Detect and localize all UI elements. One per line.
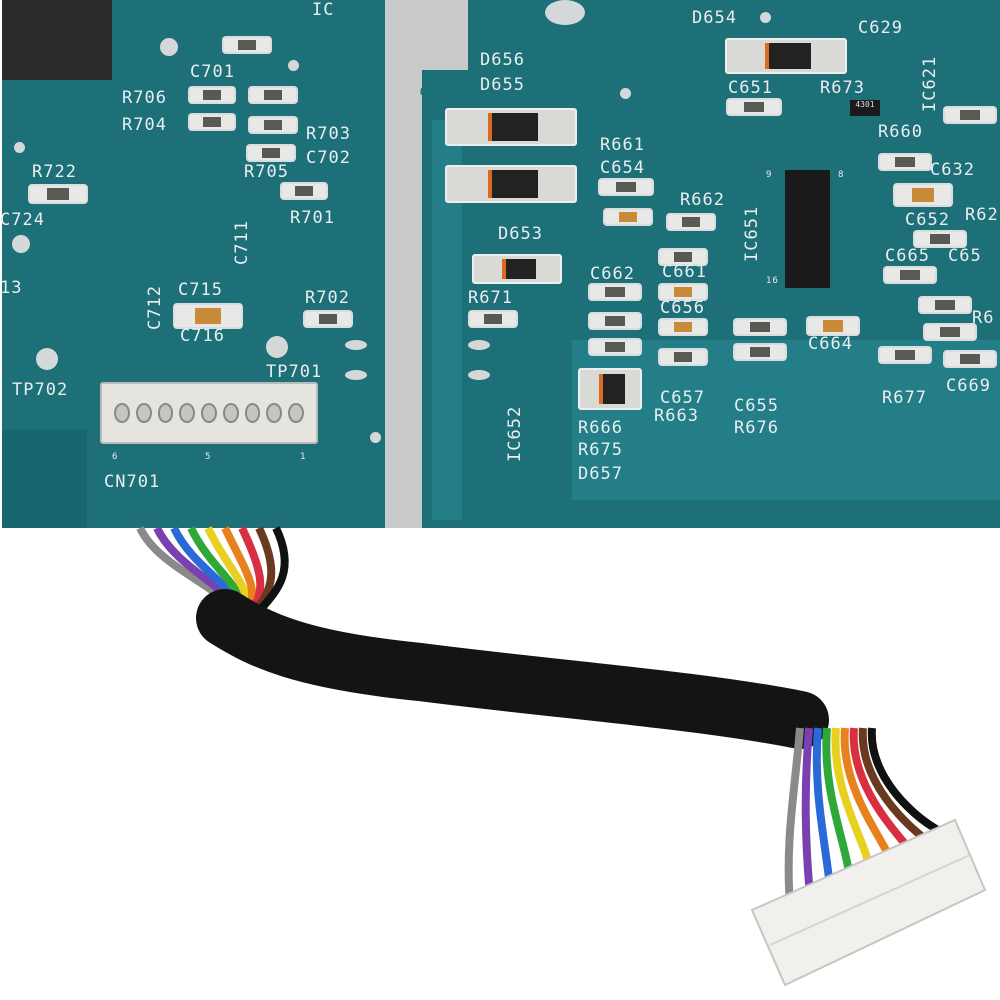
label-c654: C654 — [600, 158, 645, 178]
label-r702: R702 — [305, 288, 350, 308]
label-ic: IC — [312, 0, 335, 20]
label-c702: C702 — [306, 148, 351, 168]
label-pin5: 5 — [205, 452, 212, 462]
connector-pin — [288, 403, 305, 423]
label-pin16: 16 — [766, 276, 779, 286]
label-r722: R722 — [32, 162, 77, 182]
label-c655: C655 — [734, 396, 779, 416]
label-c629: C629 — [858, 18, 903, 38]
label-r673: R673 — [820, 78, 865, 98]
label-pin6: 6 — [112, 452, 119, 462]
label-c664: C664 — [808, 334, 853, 354]
label-c65: C65 — [948, 246, 982, 266]
label-c669: C669 — [946, 376, 991, 396]
label-pin1: 1 — [300, 452, 307, 462]
diode-d655 — [445, 165, 577, 203]
label-d655: D655 — [480, 75, 525, 95]
wire — [257, 526, 289, 613]
label-r677: R677 — [882, 388, 927, 408]
label-c712: C712 — [145, 285, 165, 330]
board-slot-top — [388, 0, 468, 70]
label-13: 13 — [0, 278, 23, 298]
connector-pin — [244, 403, 261, 423]
wire-connector-housing — [750, 818, 987, 987]
diode-d657 — [578, 368, 642, 410]
label-c724: C724 — [0, 210, 45, 230]
label-r671: R671 — [468, 288, 513, 308]
label-c716: C716 — [180, 326, 225, 346]
label-tp701: TP701 — [266, 362, 323, 382]
diode-d654 — [725, 38, 847, 74]
label-c701: C701 — [190, 62, 235, 82]
label-c651: C651 — [728, 78, 773, 98]
label-r660: R660 — [878, 122, 923, 142]
label-r704: R704 — [122, 115, 167, 135]
label-r705: R705 — [244, 162, 289, 182]
label-r662: R662 — [680, 190, 725, 210]
label-r6: R6 — [972, 308, 995, 328]
label-c632: C632 — [930, 160, 975, 180]
label-d654: D654 — [692, 8, 737, 28]
label-ic621: IC621 — [920, 55, 940, 112]
connector-pin — [157, 403, 174, 423]
label-ic651: IC651 — [742, 205, 762, 262]
label-r703: R703 — [306, 124, 351, 144]
label-c652: C652 — [905, 210, 950, 230]
connector-pin — [222, 403, 239, 423]
label-pin8: 8 — [838, 170, 845, 180]
label-c657: C657 — [660, 388, 705, 408]
connector-pin — [179, 403, 196, 423]
connector-pin — [266, 403, 283, 423]
label-r675: R675 — [578, 440, 623, 460]
label-c665: C665 — [885, 246, 930, 266]
label-d653: D653 — [498, 224, 543, 244]
label-cn701: CN701 — [104, 472, 161, 492]
connector-pin — [114, 403, 130, 423]
label-c656: C656 — [660, 298, 705, 318]
label-tp702: TP702 — [12, 380, 69, 400]
label-d657: D657 — [578, 464, 623, 484]
chip-marking: 4301 — [850, 100, 880, 116]
label-r676: R676 — [734, 418, 779, 438]
connector-pin — [135, 403, 152, 423]
label-r663: R663 — [654, 406, 699, 426]
label-pin9: 9 — [766, 170, 773, 180]
diode-d656 — [445, 108, 577, 146]
label-c662: C662 — [590, 264, 635, 284]
label-b: B — [418, 84, 438, 96]
diode-d653 — [472, 254, 562, 284]
heat-shrink-sleeve — [196, 589, 829, 749]
label-c711: C711 — [232, 220, 252, 265]
wire — [784, 727, 804, 906]
wire — [822, 727, 854, 879]
wire — [801, 727, 814, 897]
label-r666: R666 — [578, 418, 623, 438]
connector-pin — [201, 403, 217, 423]
board-slot — [385, 0, 422, 528]
label-ic652: IC652 — [505, 405, 525, 462]
label-r701: R701 — [290, 208, 335, 228]
connector-cn701-header — [100, 382, 318, 444]
label-c661: C661 — [662, 262, 707, 282]
label-r661: R661 — [600, 135, 645, 155]
label-d656: D656 — [480, 50, 525, 70]
label-r62: R62 — [965, 205, 999, 225]
ic651-chip — [785, 170, 830, 288]
wire — [812, 727, 834, 888]
label-c715: C715 — [178, 280, 223, 300]
label-r706: R706 — [122, 88, 167, 108]
